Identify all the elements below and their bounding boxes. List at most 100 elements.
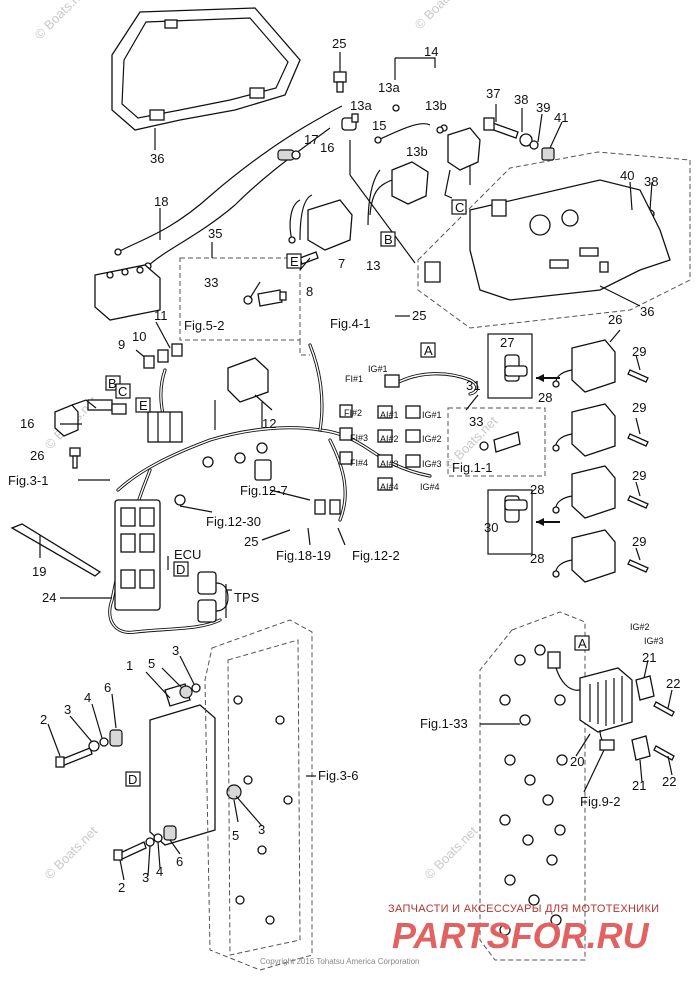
part-30-bolts[interactable] (627, 369, 649, 573)
part-6-collar-lower[interactable] (163, 825, 177, 841)
part-23-screws[interactable] (653, 701, 675, 761)
callout-6[interactable]: 6 (104, 680, 111, 695)
callout-39[interactable]: 39 (536, 100, 550, 115)
callout-35[interactable]: 36 (640, 304, 654, 319)
fig-ref-3-1[interactable]: Fig.3-1 (8, 473, 48, 488)
part-6-collar[interactable] (109, 729, 123, 747)
callout-28-c[interactable]: 28 (530, 551, 544, 566)
callout-13b[interactable]: 13b (425, 98, 447, 113)
part-10-fuse[interactable] (157, 349, 169, 363)
part-2-bolt[interactable] (55, 747, 93, 768)
callout-3[interactable]: 3 (64, 702, 71, 717)
callout-33[interactable]: 35 (208, 226, 222, 241)
callout-30-b[interactable]: 29 (632, 400, 646, 415)
callout-14[interactable]: 14 (424, 44, 438, 59)
callout-3-top[interactable]: 3 (172, 643, 179, 658)
part-35-bracket[interactable] (417, 151, 691, 329)
part-38-washer[interactable] (519, 133, 533, 147)
part-27-plug-cap[interactable] (504, 354, 528, 382)
callout-27[interactable]: 27 (500, 335, 514, 350)
part-26-bolt-left[interactable] (69, 447, 81, 469)
part-12-relay[interactable] (214, 357, 269, 430)
callout-22-top[interactable]: 21 (642, 650, 656, 665)
callout-4[interactable]: 4 (84, 690, 91, 705)
fig-ref-12-7[interactable]: Fig.12-7 (240, 483, 288, 498)
part-21-regulator[interactable] (547, 651, 633, 751)
part-26-ignition-coil[interactable] (552, 339, 616, 393)
part-13-relay-upper[interactable] (440, 124, 481, 199)
callout-2-lower[interactable]: 2 (118, 880, 125, 895)
callout-28-b[interactable]: 28 (530, 482, 544, 497)
callout-38-right[interactable]: 38 (644, 174, 658, 189)
callout-13b-b[interactable]: 13b (406, 144, 428, 159)
callout-13[interactable]: 13 (366, 258, 380, 273)
part-3-washer[interactable] (88, 740, 100, 752)
part-18-wire[interactable] (114, 105, 343, 270)
callout-20[interactable]: 19 (32, 564, 46, 579)
callout-24[interactable]: 24 (42, 590, 56, 605)
callout-25-lower[interactable]: 25 (244, 534, 258, 549)
fig-ref-1-33[interactable]: Fig.1-33 (420, 716, 468, 731)
callout-2[interactable]: 2 (40, 712, 47, 727)
callout-19[interactable]: 17 (304, 132, 318, 147)
part-19-clamp[interactable] (277, 149, 301, 161)
part-1-ecu-unit[interactable] (149, 683, 216, 846)
callout-9[interactable]: 9 (118, 337, 125, 352)
fig-ref-3-6[interactable]: Fig.3-6 (318, 768, 358, 783)
callout-10[interactable]: 10 (132, 329, 146, 344)
callout-18[interactable]: 18 (154, 194, 168, 209)
part-13-relay-lower[interactable] (367, 161, 429, 226)
callout-31[interactable]: 31 (466, 378, 480, 393)
callout-25[interactable]: 25 (332, 36, 346, 51)
fig-ref-18-19[interactable]: Fig.18-19 (276, 548, 331, 563)
part-36-cover[interactable] (111, 7, 301, 131)
part-11-fuse[interactable] (171, 343, 183, 357)
part-4-washer-lower[interactable] (153, 833, 163, 843)
part-28-ignition-coil-3[interactable] (552, 529, 616, 583)
callout-30-a[interactable]: 29 (632, 344, 646, 359)
callout-8[interactable]: 8 (306, 284, 313, 299)
callout-26[interactable]: 26 (608, 312, 622, 327)
part-32-sensor-right[interactable] (479, 431, 521, 453)
callout-7[interactable]: 7 (338, 256, 345, 271)
callout-26-left[interactable]: 26 (30, 448, 44, 463)
part-20-cable-tie[interactable] (10, 523, 102, 577)
callout-30-c[interactable]: 29 (632, 468, 646, 483)
part-3-washer-top[interactable] (191, 683, 201, 693)
callout-17[interactable]: 16 (320, 140, 334, 155)
callout-4-lower[interactable]: 4 (156, 864, 163, 879)
part-41-collar[interactable] (541, 147, 555, 161)
part-28-ignition-coil-1[interactable] (552, 403, 616, 457)
callout-21[interactable]: 20 (570, 754, 584, 769)
part-28-ignition-coil-2[interactable] (552, 465, 616, 519)
callout-25-mid[interactable]: 25 (412, 308, 426, 323)
callout-1[interactable]: 1 (126, 658, 133, 673)
callout-12[interactable]: 12 (262, 416, 276, 431)
callout-5-lower[interactable]: 5 (232, 828, 239, 843)
part-4-washer[interactable] (99, 737, 109, 747)
part-29-plug-cap[interactable] (504, 495, 528, 523)
callout-23-lower[interactable]: 22 (662, 774, 676, 789)
callout-13a[interactable]: 13a (378, 80, 400, 95)
fig-ref-12-30[interactable]: Fig.12-30 (206, 514, 261, 529)
fig-ref-12-2[interactable]: Fig.12-2 (352, 548, 400, 563)
callout-5[interactable]: 5 (148, 656, 155, 671)
callout-30-d[interactable]: 29 (632, 534, 646, 549)
callout-23-top[interactable]: 22 (666, 676, 680, 691)
callout-28-a[interactable]: 28 (538, 390, 552, 405)
part-8-screw[interactable] (299, 251, 319, 265)
part-7-relay[interactable] (288, 194, 353, 251)
callout-3-lower-right[interactable]: 3 (258, 822, 265, 837)
callout-41[interactable]: 41 (554, 110, 568, 125)
fig-ref-1-1[interactable]: Fig.1-1 (452, 460, 492, 475)
part-39-washer[interactable] (529, 140, 539, 150)
part-37-bolt[interactable] (483, 117, 519, 139)
part-2-bolt-lower[interactable] (113, 841, 147, 861)
fig-ref-4-1[interactable]: Fig.4-1 (330, 316, 370, 331)
callout-37[interactable]: 37 (486, 86, 500, 101)
part-25-bolt-top[interactable] (333, 71, 347, 93)
part-5-grommet[interactable] (179, 685, 193, 699)
callout-15[interactable]: 15 (372, 118, 386, 133)
part-5-grommet-lower[interactable] (226, 784, 242, 800)
fig-ref-5-2[interactable]: Fig.5-2 (184, 318, 224, 333)
